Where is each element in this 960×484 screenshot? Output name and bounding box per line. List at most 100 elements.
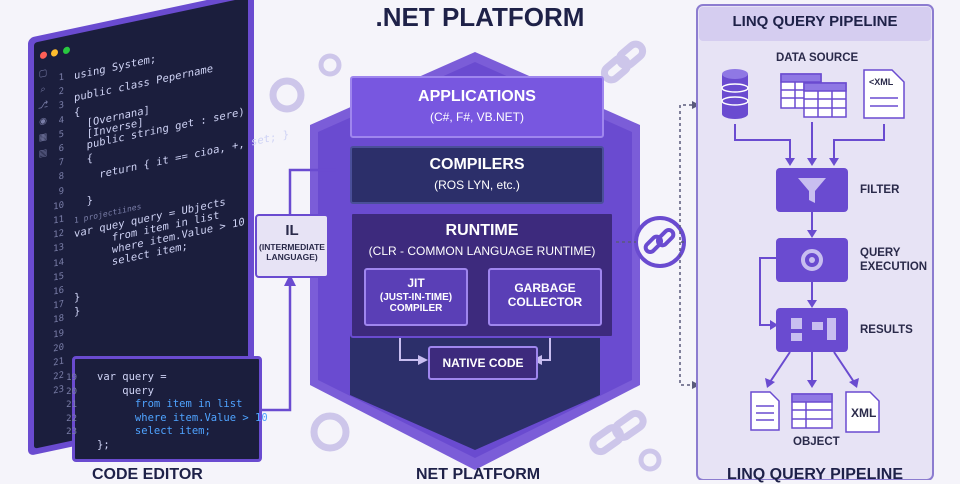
editor-activity-bar: ▢ ⌕ ⎇ ◉ ▦ ▤ (36, 63, 50, 226)
filter-label: FILTER (860, 184, 900, 196)
code-line[interactable]: } (74, 194, 93, 211)
xml-output-label: XML (851, 406, 877, 420)
il-to-compilers-arrow (288, 168, 340, 214)
flow-icon (791, 318, 836, 341)
snippet-line-number: 23 (66, 427, 77, 437)
branch-icon[interactable]: ⎇ (37, 98, 49, 111)
snippet-line-number: 20 (66, 386, 77, 397)
line-number: 16 (53, 285, 64, 298)
gear-icon (269, 77, 305, 113)
line-number: 7 (58, 157, 64, 169)
line-number: 19 (53, 327, 64, 341)
query-execution-label-1: QUERY (860, 247, 901, 259)
snippet-line[interactable]: query (97, 384, 154, 397)
database-icon (721, 69, 749, 119)
gear-icon (801, 249, 823, 271)
results-label: RESULTS (860, 324, 913, 336)
line-number: 20 (53, 342, 64, 355)
applications-subtitle: (C#, F#, VB.NET) (429, 110, 524, 124)
line-number: 17 (53, 299, 64, 312)
snippet-line[interactable]: }; (97, 438, 110, 451)
line-number: 3 (58, 100, 64, 112)
line-number: 2 (58, 86, 64, 98)
il-box: IL (INTERMEDIATE LANGUAGE) (255, 214, 329, 278)
il-subtitle-1: (INTERMEDIATE (259, 242, 325, 252)
code-line[interactable]: { (74, 152, 93, 169)
query-execution-label-2: EXECUTION (860, 261, 928, 273)
code-line[interactable]: } (74, 290, 81, 305)
object-label: OBJECT (793, 436, 840, 448)
line-number: 18 (53, 313, 64, 327)
line-number: 5 (58, 129, 64, 141)
il-title: IL (285, 222, 299, 239)
applications-title: APPLICATIONS (418, 88, 536, 105)
snippet-line[interactable]: from item in list (97, 398, 243, 410)
gear-icon (318, 53, 342, 77)
settings-icon[interactable]: ▤ (38, 146, 48, 159)
document-icon (750, 391, 780, 431)
line-number: 1 (58, 72, 64, 84)
native-code-label: NATIVE CODE (442, 356, 524, 370)
line-number: 6 (58, 143, 64, 155)
jit-compiler-label: COMPILER (389, 303, 443, 314)
code-line[interactable]: } (74, 304, 81, 319)
data-source-label: DATA SOURCE (776, 52, 859, 64)
snippet-line[interactable]: var query = (97, 371, 167, 383)
line-number: 4 (58, 114, 64, 127)
editor-code: using System;public class Pepername{ [Ov… (74, 34, 289, 390)
xml-source-label: <XML (869, 77, 894, 87)
line-number: 13 (53, 242, 64, 256)
snippet-line[interactable]: where item.Value > 10 (97, 411, 268, 424)
snippet-line-number: 21 (66, 400, 77, 410)
object-table-icon (791, 393, 833, 429)
gear-icon (638, 448, 662, 472)
line-number: 9 (58, 185, 64, 198)
compilers-layer: COMPILERS (ROS LYN, etc.) (350, 146, 604, 204)
native-code-box: NATIVE CODE (428, 346, 538, 380)
chain-link-icon (600, 40, 647, 84)
gc-title-2: COLLECTOR (507, 295, 583, 309)
line-number: 23 (53, 384, 64, 398)
compilers-title: COMPILERS (429, 156, 525, 173)
compilers-subtitle: (ROS LYN, etc.) (434, 178, 520, 192)
runtime-title: RUNTIME (445, 222, 519, 239)
applications-layer: APPLICATIONS (C#, F#, VB.NET) (350, 76, 604, 138)
xml-document-icon (863, 69, 905, 119)
line-number: 10 (53, 200, 64, 213)
garbage-collector-box: GARBAGE COLLECTOR (488, 268, 602, 326)
code-editor-caption: CODE EDITOR (92, 466, 203, 483)
line-number: 22 (53, 370, 64, 383)
line-number: 15 (53, 271, 64, 284)
line-number: 8 (58, 171, 64, 183)
jit-compiler-box: JIT (JUST-IN-TIME) COMPILER (364, 268, 468, 326)
filter-funnel-icon (798, 178, 826, 203)
gc-title-1: GARBAGE (514, 281, 576, 295)
runtime-subtitle: (CLR - COMMON LANGUAGE RUNTIME) (368, 244, 596, 258)
line-number: 12 (53, 228, 64, 241)
snippet-line-number: 22 (66, 413, 77, 424)
line-number: 14 (53, 256, 64, 270)
table-icon (780, 73, 847, 118)
close-dot[interactable] (40, 50, 47, 60)
gear-icon (310, 412, 350, 452)
linq-pipeline-caption: LINQ QUERY PIPELINE (727, 466, 904, 483)
code-line[interactable]: { (74, 105, 81, 120)
chain-link-icon (643, 227, 676, 255)
snippet-line[interactable]: select item; (97, 425, 211, 437)
il-subtitle-2: LANGUAGE) (266, 252, 318, 262)
jit-title: JIT (407, 276, 425, 290)
snippet-line-number: 19 (66, 373, 77, 383)
minimize-dot[interactable] (51, 48, 59, 58)
editor-to-il-arrow (256, 282, 292, 412)
code-snippet-panel: 19 20 21 22 23 var query = query from item i… (66, 356, 268, 462)
chain-link-icon (589, 409, 647, 456)
linq-pipeline-title: LINQ QUERY PIPELINE (732, 13, 898, 30)
line-number: 11 (53, 214, 64, 227)
platform-caption: NET PLATFORM (416, 466, 541, 483)
jit-subtitle: (JUST-IN-TIME) (379, 292, 453, 303)
maximize-dot[interactable] (62, 46, 70, 55)
platform-title: .NET PLATFORM (375, 2, 585, 32)
line-number: 21 (53, 356, 64, 369)
xml-output-icon (845, 391, 880, 433)
